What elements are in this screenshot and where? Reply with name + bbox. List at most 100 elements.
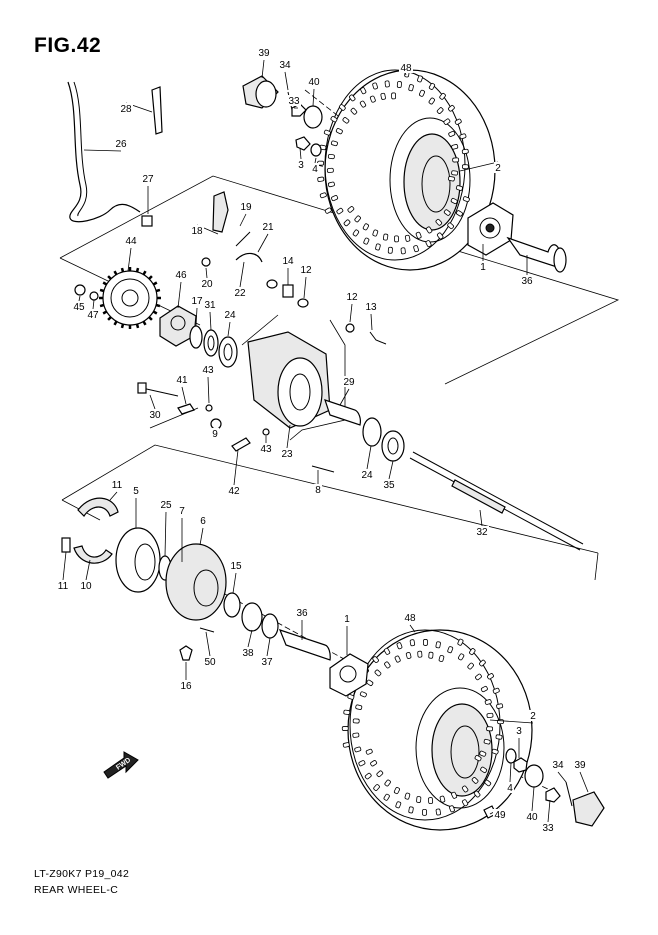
tread-block [360, 87, 367, 95]
tread-block [426, 226, 433, 234]
callout-label-c18: 18 [191, 226, 203, 237]
callout-bg-c7 [178, 505, 186, 516]
sprocket-tooth [99, 288, 105, 293]
model-code: LT-Z90K7 P19_042 [34, 868, 130, 880]
callout-label-c6: 6 [200, 516, 206, 527]
callout-bg-c9 [211, 428, 219, 439]
tread-block [354, 746, 362, 753]
tread-block [467, 662, 474, 670]
callout-bg-c29 [342, 376, 356, 387]
tread-block [448, 105, 455, 112]
tread-block [496, 703, 504, 709]
callout-bg-c31 [203, 299, 217, 310]
callout-label-c49: 49 [494, 810, 506, 821]
tread-block [487, 673, 494, 680]
callout-label-c48b: 48 [404, 613, 416, 624]
leader-line-c42 [233, 449, 239, 486]
leader-line-c34b [557, 771, 567, 783]
callout-bg-c39b [573, 759, 587, 770]
tread-block [330, 116, 338, 123]
tread-block [484, 779, 492, 787]
callout-bg-c36b [295, 607, 309, 618]
callout-bg-c13 [364, 301, 378, 312]
callout-bg-c23 [280, 448, 294, 459]
tread-block [479, 750, 487, 757]
tread-block [491, 748, 499, 755]
fwd-marker-text: FWD [115, 757, 132, 772]
callout-label-c34b: 34 [552, 760, 564, 771]
leader-line-c4b [509, 762, 512, 783]
tread-block [419, 89, 425, 97]
leader-line-c47 [92, 299, 95, 310]
callout-bg-c14 [281, 255, 295, 266]
sprocket-tooth [102, 310, 108, 315]
callout-label-c5: 5 [133, 486, 139, 497]
tread-block [436, 232, 444, 240]
tread-block [374, 669, 382, 677]
leader-line-c34a [284, 71, 289, 91]
callout-bg-c48b [403, 612, 417, 623]
tread-block [422, 808, 427, 816]
tread-block [365, 748, 373, 755]
leader-line-c25 [164, 511, 167, 557]
fwd-arrow: FWD [103, 751, 139, 779]
brake-hose [67, 81, 163, 227]
tread-block [380, 92, 386, 100]
callout-bg-c17 [190, 295, 204, 306]
tread-block [347, 694, 355, 700]
leader-line-c40b [531, 786, 535, 812]
leader-line-c29 [339, 388, 350, 406]
figure-title: FIG.42 [34, 34, 102, 57]
callout-label-c33a: 33 [288, 96, 300, 107]
callout-label-c29: 29 [343, 377, 355, 388]
leader-line-c30 [149, 394, 156, 410]
tread-block [327, 153, 335, 160]
leader-line-c10 [85, 559, 91, 581]
leader-line-c39a [261, 59, 265, 79]
tread-block [479, 659, 486, 667]
tread-block [384, 80, 390, 88]
leader-line-c6 [199, 527, 204, 546]
sprocket-tooth [99, 303, 105, 308]
tread-block [373, 784, 380, 791]
callout-bg-c38 [241, 647, 255, 658]
tread-block [438, 655, 445, 662]
tread-block [372, 229, 379, 237]
callout-label-c48a: 48 [400, 63, 412, 74]
tread-block [415, 231, 422, 239]
callout-bg-c16 [179, 680, 193, 691]
tread-block [447, 176, 455, 182]
callout-bg-c12b [345, 291, 359, 302]
sprocket-hub-stack [74, 284, 238, 368]
callout-label-c12a: 12 [300, 265, 312, 276]
tread-block [439, 92, 446, 100]
callout-bg-c24b [360, 469, 374, 480]
callout-label-c8: 8 [315, 485, 321, 496]
tread-block [448, 130, 456, 137]
tread-block [435, 808, 441, 816]
callout-bg-c33b [541, 822, 555, 833]
callout-bg-c34b [551, 759, 565, 770]
sprocket-tooth [107, 275, 112, 280]
tread-block [370, 760, 378, 767]
lower-tire-tread [341, 638, 504, 816]
tread-block [455, 185, 463, 191]
tread-block [458, 653, 465, 661]
tread-block [404, 234, 411, 242]
tread-block [436, 107, 444, 114]
tread-block [336, 207, 344, 215]
tread-block [349, 94, 356, 102]
leader-line-c35 [388, 460, 394, 480]
tread-block [372, 656, 379, 663]
sprocket-tooth [135, 267, 140, 273]
leader-line-c15 [232, 572, 237, 594]
callout-label-c11b: 11 [58, 581, 69, 592]
callout-bg-c37 [260, 656, 274, 667]
leader-line-c17 [195, 307, 198, 327]
tread-block [447, 222, 454, 230]
callout-bg-c28 [119, 103, 133, 114]
sprocket-tooth [152, 310, 158, 315]
tread-block [375, 243, 381, 251]
sprocket-tooth [102, 281, 108, 286]
